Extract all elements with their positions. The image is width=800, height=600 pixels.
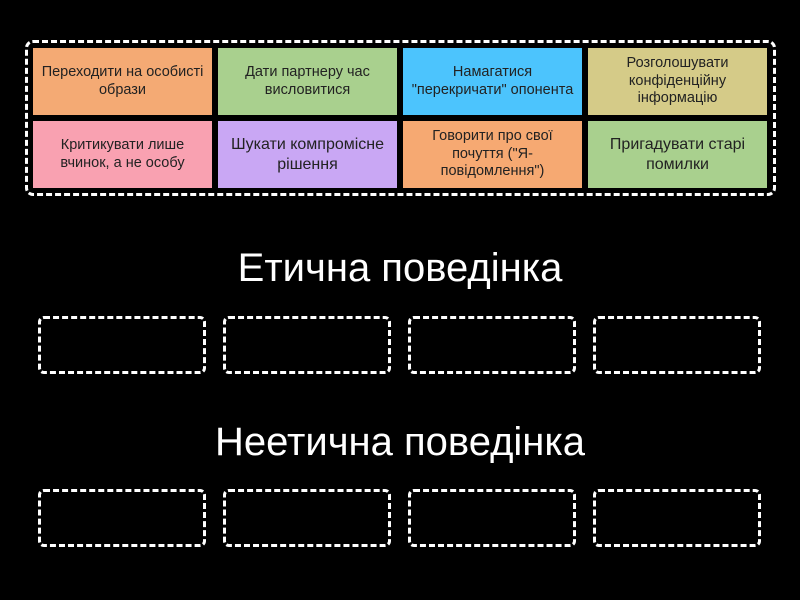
draggable-tile[interactable]: Розголошувати конфіденційну інформацію	[588, 48, 767, 115]
drop-slot-ethical-1[interactable]	[38, 316, 206, 374]
drop-slot-ethical-3[interactable]	[408, 316, 576, 374]
draggable-tile[interactable]: Намагатися "перекричати" опонента	[403, 48, 582, 115]
tile-pool	[25, 40, 776, 196]
draggable-tile[interactable]: Переходити на особисті образи	[33, 48, 212, 115]
drop-slot-ethical-4[interactable]	[593, 316, 761, 374]
drop-slot-unethical-1[interactable]	[38, 489, 206, 547]
drop-slot-unethical-3[interactable]	[408, 489, 576, 547]
draggable-tile[interactable]: Пригадувати старі помилки	[588, 121, 767, 188]
draggable-tile[interactable]: Шукати компромісне рішення	[218, 121, 397, 188]
draggable-tile[interactable]: Критикувати лише вчинок, а не особу	[33, 121, 212, 188]
draggable-tile[interactable]: Говорити про свої почуття ("Я-повідомлен…	[403, 121, 582, 188]
drop-slot-unethical-2[interactable]	[223, 489, 391, 547]
group-title-ethical: Етична поведінка	[237, 246, 563, 290]
drop-slot-ethical-2[interactable]	[223, 316, 391, 374]
drop-slot-unethical-4[interactable]	[593, 489, 761, 547]
group-title-unethical: Неетична поведінка	[214, 420, 586, 464]
draggable-tile[interactable]: Дати партнеру час висловитися	[218, 48, 397, 115]
